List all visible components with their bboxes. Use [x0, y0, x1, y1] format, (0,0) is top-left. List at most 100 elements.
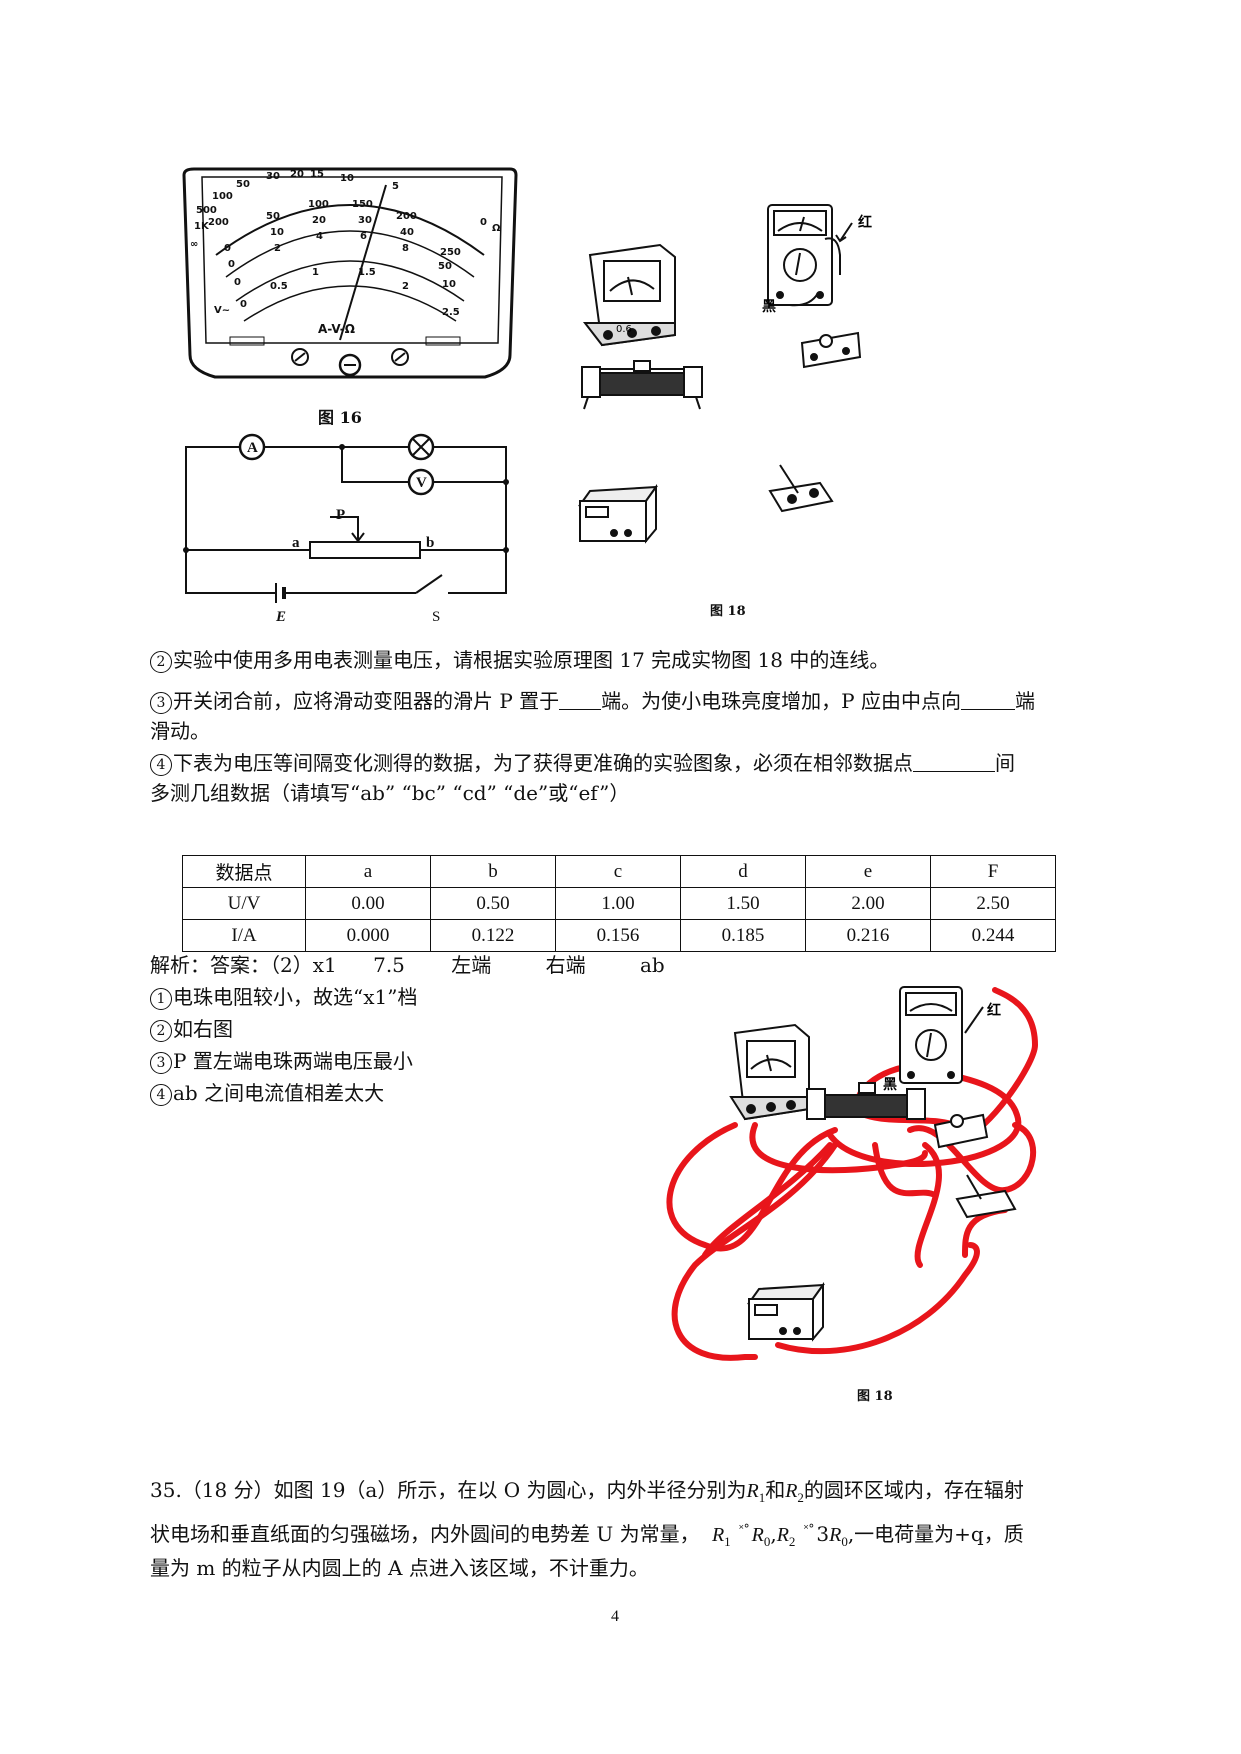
vac-label: V~	[214, 305, 230, 316]
table-row: I/A 0.000 0.122 0.156 0.185 0.216 0.244	[182, 919, 1056, 952]
dc-scale-2.5-tick: 0	[240, 299, 247, 310]
table-cell: I/A	[182, 919, 306, 952]
fig18-ammeter-scale: 0.6	[616, 324, 632, 335]
analysis-answer-1: 7.5	[373, 953, 405, 977]
dc-scale-2.5-tick: 2.5	[442, 307, 460, 318]
table-cell: 0.185	[680, 919, 806, 952]
question-4-text: 下表为电压等间隔变化测得的数据，为了获得更准确的实验图象，必须在相邻数据点	[173, 751, 913, 775]
figure-16-caption: 图 16	[318, 408, 362, 427]
dc-scale-250-tick: 0	[224, 243, 231, 254]
dc-scale-2.5-tick: 2	[402, 281, 409, 292]
dc-scale-250-tick: 50	[266, 211, 280, 222]
dc-scale-2.5-tick: 0.5	[270, 281, 288, 292]
math-subscript: 0	[841, 1534, 848, 1549]
circled-number: 1	[150, 988, 172, 1010]
ohm-label-1k: 1K	[194, 221, 210, 232]
question-2-text: 实验中使用多用电表测量电压，请根据实验原理图 17 完成实物图 18 中的连线。	[173, 648, 890, 672]
table-cell: U/V	[182, 887, 306, 920]
figure-18-wired-caption: 图 18	[857, 1389, 893, 1404]
table-header-cell: a	[305, 855, 431, 888]
dc-scale-250-tick: 150	[352, 199, 373, 210]
analysis-item-text: ab 之间电流值相差太大	[173, 1081, 385, 1105]
dial-label: A-V-Ω	[318, 322, 355, 336]
table-cell: 2.50	[930, 887, 1056, 920]
table-header-cell: e	[805, 855, 931, 888]
ohm-label-30: 30	[266, 171, 280, 182]
switch-label: S	[432, 609, 440, 625]
ohm-label-500: 500	[196, 205, 217, 216]
dc-scale-50-tick: 40	[400, 227, 414, 238]
fig18-red-label: 红	[858, 214, 872, 231]
answer-blank[interactable]	[913, 751, 995, 772]
math-symbol: R	[746, 1480, 759, 1502]
dc-scale-10-tick: 6	[360, 231, 367, 242]
fig18-black-label: 黑	[762, 299, 776, 315]
table-header-cell: b	[430, 855, 556, 888]
math-symbol: R	[829, 1524, 842, 1546]
ohm-label-inf: ∞	[190, 239, 198, 250]
question-3-text-after: 端	[1015, 689, 1035, 713]
math-subscript: 2	[788, 1534, 796, 1549]
dc-scale-50-tick: 30	[358, 215, 372, 226]
ohm-label-20: 20	[290, 169, 304, 180]
table-cell: 0.244	[930, 919, 1056, 952]
figure-18-apparatus: 0.6 红 黑	[577, 204, 872, 544]
question-3-continued: 滑动。	[150, 719, 210, 743]
table-cell: 0.50	[430, 887, 556, 920]
math-symbol: R	[785, 1480, 798, 1502]
ohm-label-15: 15	[310, 169, 324, 180]
dc-scale-10-tick: 10	[442, 279, 456, 290]
answer-blank[interactable]	[961, 689, 1015, 710]
circled-number: 4	[150, 754, 172, 776]
analysis-item-text: 电珠电阻较小，故选“x1”档	[173, 985, 418, 1009]
dc-scale-2.5-tick: 1.5	[358, 267, 376, 278]
page-number: 4	[611, 1608, 619, 1625]
math-subscript: 2	[797, 1490, 804, 1505]
table-cell: 2.00	[805, 887, 931, 920]
analysis-answer-4: ab	[639, 953, 665, 977]
dc-scale-2.5-tick: 1	[312, 267, 319, 278]
table-header-cell: d	[680, 855, 806, 888]
table-header-cell: 数据点	[182, 855, 306, 888]
analysis-head: 解析：答案：（2）x1	[150, 953, 337, 977]
ohm-label-50: 50	[236, 179, 250, 190]
analysis-item-text: 如右图	[173, 1017, 233, 1041]
math-coefficient: 3	[816, 1522, 830, 1546]
table-cell: 1.50	[680, 887, 806, 920]
q35-text: 状电场和垂直纸面的匀强磁场，内外圆间的电势差 U 为常量，	[150, 1522, 700, 1546]
analysis-answer-2: 左端	[451, 953, 492, 977]
dc-scale-10-tick: 8	[402, 243, 409, 254]
circled-number: 3	[150, 692, 172, 714]
table-cell: 0.00	[305, 887, 431, 920]
table-cell: 0.122	[430, 919, 556, 952]
question-4-continued: 多测几组数据（请填写“ab” “bc” “cd” “de”或“ef”）	[150, 781, 630, 805]
data-table: 数据点 a b c d e F U/V 0.00 0.50 1.00 1.50 …	[182, 855, 1056, 952]
question-4-text-after: 间	[995, 751, 1015, 775]
math-symbol: R	[776, 1524, 789, 1546]
dc-scale-10-tick: 4	[316, 231, 323, 242]
garbled-equals-icon: ˟°	[739, 1522, 750, 1536]
dc-scale-10-tick: 2	[274, 243, 281, 254]
circled-number: 2	[150, 651, 172, 673]
table-cell: 1.00	[555, 887, 681, 920]
end-b-label: b	[426, 535, 434, 551]
ohm-unit: Ω	[492, 223, 501, 234]
analysis-item-text: P 置左端电珠两端电压最小	[173, 1049, 413, 1073]
q35-text: ,一电荷量为+q，质	[847, 1522, 1024, 1546]
ohm-label-0: 0	[480, 217, 487, 228]
ammeter-symbol: A	[247, 440, 258, 456]
fig18-wired-black-label: 黑	[883, 1077, 897, 1093]
figure-18-wired-answer: 红 黑	[666, 986, 1039, 1361]
question-35-line-1: 35.（18 分）如图 19（a）所示，在以 O 为圆心，内外半径分别为R1和R…	[150, 1475, 1024, 1513]
figure-16-multimeter-dial: ∞ 1K 500 200 100 50 30 20 15 10 5 0 Ω 0 …	[182, 167, 518, 379]
dc-scale-50-tick: 0	[228, 259, 235, 270]
answer-blank[interactable]	[559, 689, 602, 710]
ohm-label-5: 5	[392, 181, 399, 192]
question-35-line-3: 量为 m 的粒子从内圆上的 A 点进入该区域，不计重力。	[150, 1556, 649, 1580]
